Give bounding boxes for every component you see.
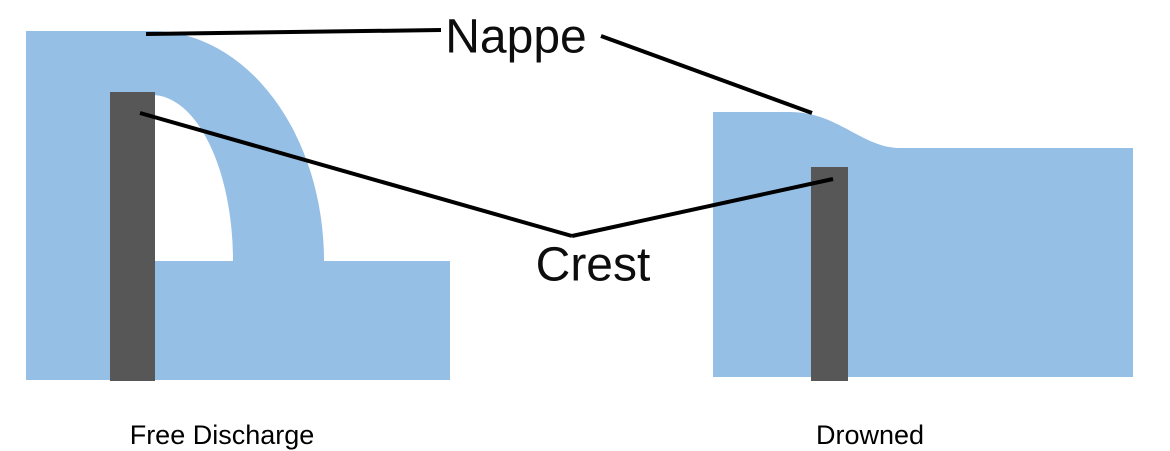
caption-drowned: Drowned xyxy=(816,420,924,450)
leader-nappe-left xyxy=(145,28,442,36)
water-body-drowned xyxy=(713,112,1133,377)
caption-free-discharge: Free Discharge xyxy=(130,420,315,450)
panel-drowned xyxy=(713,112,1133,381)
panel-free-discharge xyxy=(26,31,450,381)
crest-wall-free-discharge xyxy=(110,92,155,381)
callout-label-nappe: Nappe xyxy=(445,11,586,64)
crest-wall-drowned xyxy=(811,167,848,381)
leader-crest-left xyxy=(139,111,573,238)
leader-crest-right xyxy=(571,177,834,238)
callout-label-crest: Crest xyxy=(536,239,651,292)
downstream-pool-free-discharge xyxy=(155,261,450,380)
nappe-jet-free-discharge xyxy=(152,31,324,261)
leader-nappe-right xyxy=(600,34,813,115)
leader-lines xyxy=(139,28,834,238)
